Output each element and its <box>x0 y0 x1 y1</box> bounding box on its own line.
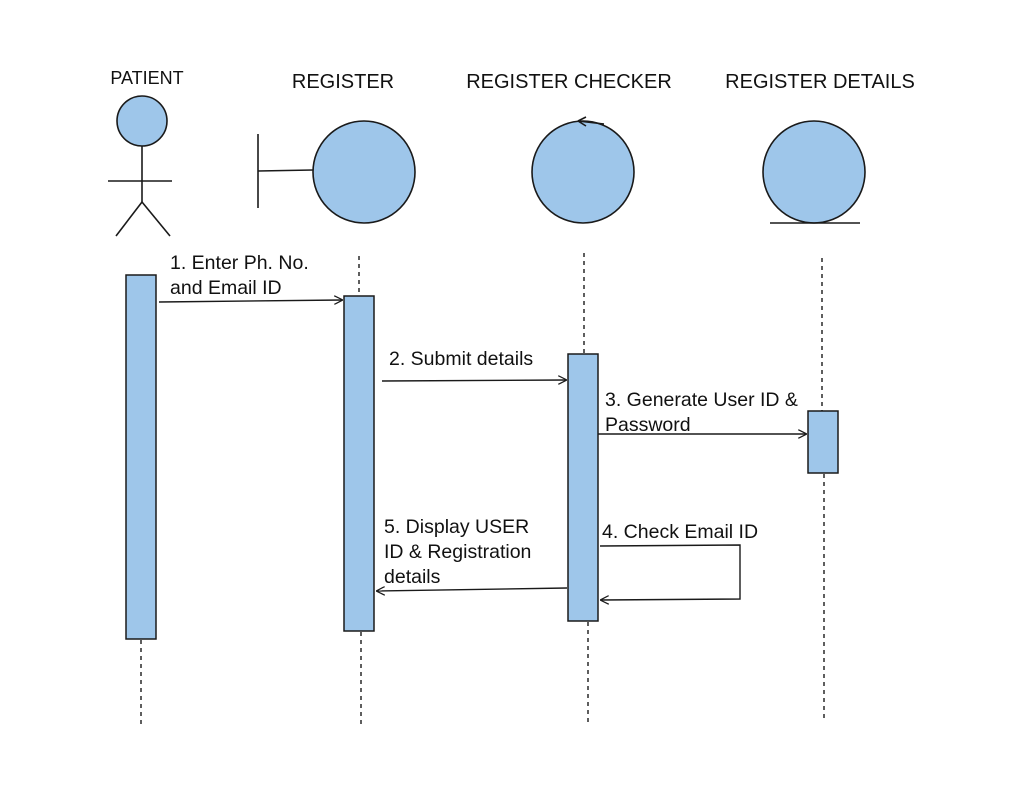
message-label: 4. Check Email ID <box>602 521 758 543</box>
message-arrow <box>381 380 566 381</box>
participant-label-register: REGISTER <box>292 71 394 93</box>
message-1: 1. Enter Ph. No. and Email ID <box>158 252 342 302</box>
message-3: 3. Generate User ID & Password <box>598 389 806 436</box>
activation-bar-details <box>807 410 839 474</box>
participant-label-patient: PATIENT <box>110 68 183 88</box>
participant-label-details: REGISTER DETAILS <box>725 71 915 93</box>
actor-icon <box>108 95 172 237</box>
message-label: 2. Submit details <box>389 348 533 370</box>
participant-checker: REGISTER CHECKER <box>466 71 672 724</box>
message-label: Password <box>605 414 691 436</box>
message-label: and Email ID <box>170 277 282 299</box>
message-arrow <box>599 544 741 600</box>
control-icon <box>531 116 635 224</box>
activation-bar-checker <box>567 353 599 622</box>
message-label: 5. Display USER <box>384 516 529 538</box>
message-label: details <box>384 566 441 588</box>
message-label: 3. Generate User ID & <box>605 389 798 411</box>
activation-bar-patient <box>125 274 157 640</box>
participant-label-checker: REGISTER CHECKER <box>466 71 672 93</box>
participant-register: REGISTER <box>257 71 416 724</box>
message-2: 2. Submit details <box>381 348 566 381</box>
message-4-self: 4. Check Email ID <box>599 521 758 600</box>
participant-details: REGISTER DETAILS <box>725 71 915 720</box>
activation-bar-register <box>343 295 375 632</box>
message-label: ID & Registration <box>384 541 531 563</box>
message-arrow <box>377 588 568 591</box>
message-5: 5. Display USER ID & Registration detail… <box>377 516 568 591</box>
boundary-icon <box>257 120 416 224</box>
participant-patient: PATIENT <box>108 68 184 726</box>
message-arrow <box>158 300 342 302</box>
entity-icon <box>762 120 866 224</box>
message-label: 1. Enter Ph. No. <box>170 252 309 274</box>
